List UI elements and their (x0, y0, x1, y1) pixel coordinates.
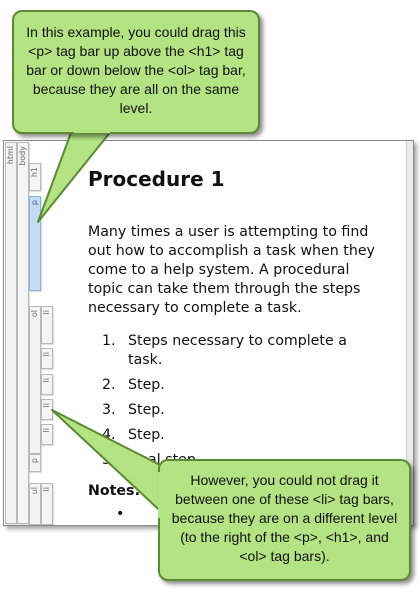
h1-tag-label: h1 (30, 167, 39, 178)
li-tag-bar-6[interactable]: li (41, 483, 53, 525)
li-tag-bar-5[interactable]: li (41, 424, 53, 445)
li-tag-label: li (42, 310, 51, 315)
procedure-steps: 1. Steps necessary to complete a task. 2… (102, 332, 372, 476)
list-item[interactable]: 2. Step. (102, 376, 372, 395)
p-tag-bar-2[interactable]: p (29, 454, 41, 472)
li-tag-bar-2[interactable]: li (41, 348, 53, 369)
list-item[interactable]: 1. Steps necessary to complete a task. (102, 332, 372, 370)
step-number: 4. (102, 427, 116, 443)
note-text: sp (128, 523, 144, 525)
notes-heading[interactable]: Notes: (88, 483, 141, 499)
html-tag-label: html (6, 146, 15, 165)
page-title[interactable]: Procedure 1 (88, 167, 225, 191)
list-item[interactable]: 3. Step. (102, 401, 372, 420)
li-tag-bar-1[interactable]: li (41, 306, 53, 344)
li-tag-bar-4[interactable]: li (41, 399, 53, 420)
p-tag-label: p (30, 458, 39, 464)
ol-tag-label: ol (30, 310, 39, 318)
li-tag-label: li (42, 403, 51, 408)
li-tag-bar-3[interactable]: li (41, 374, 53, 395)
ul-tag-bar[interactable]: ul (29, 483, 41, 525)
step-text: Step. (128, 427, 165, 443)
step-number: 3. (102, 402, 116, 418)
list-item[interactable]: 4. Step. (102, 426, 372, 445)
callout-top: In this example, you could drag this <p>… (12, 10, 260, 134)
ol-tag-bar[interactable]: ol (29, 306, 41, 454)
ul-tag-label: ul (30, 487, 39, 495)
body-tag-label: body (18, 146, 27, 166)
bullet-icon: • (116, 506, 125, 522)
li-tag-label: li (42, 352, 51, 357)
structure-bars: html body h1 p ol li li li li li p (4, 141, 66, 525)
p-tag-label: p (30, 200, 39, 206)
html-tag-bar[interactable]: html (5, 142, 17, 524)
li-tag-label: li (42, 487, 51, 492)
intro-paragraph[interactable]: Many times a user is attempting to find … (88, 224, 375, 316)
p-tag-bar-selected[interactable]: p (29, 196, 41, 291)
step-text: Steps necessary to complete a task. (128, 333, 347, 368)
li-tag-label: li (42, 428, 51, 433)
step-text: Step. (128, 402, 165, 418)
step-number: 5. (102, 452, 116, 468)
body-tag-bar[interactable]: body (17, 142, 29, 524)
li-tag-label: li (42, 378, 51, 383)
step-text: Step. (128, 377, 165, 393)
step-number: 1. (102, 333, 116, 349)
callout-bottom: However, you could not drag it between o… (158, 459, 411, 581)
h1-tag-bar[interactable]: h1 (29, 163, 41, 191)
step-number: 2. (102, 377, 116, 393)
